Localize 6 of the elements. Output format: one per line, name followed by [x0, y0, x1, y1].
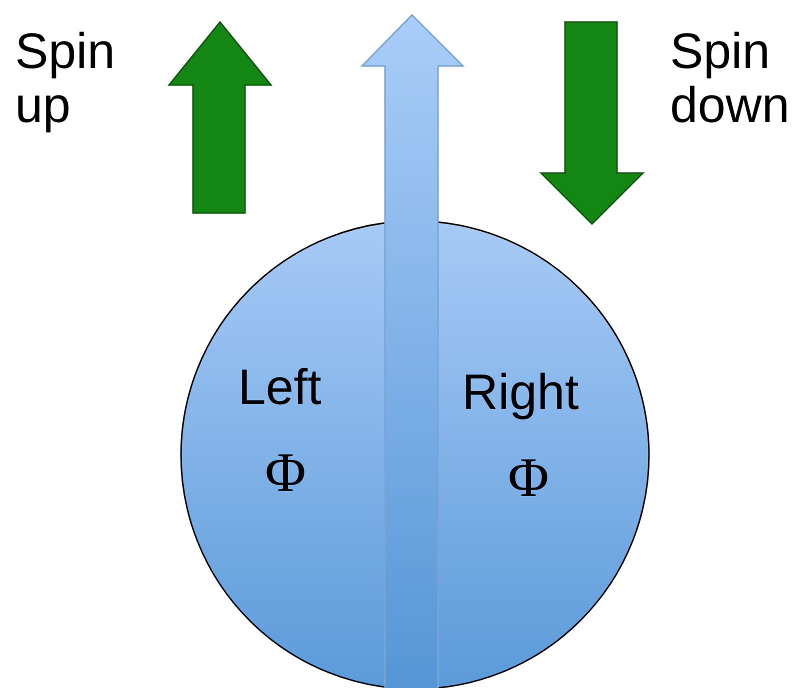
side-label: Left: [238, 360, 322, 414]
spin-label: Spin down: [670, 24, 791, 132]
phi-symbol: Φ: [508, 450, 549, 506]
phi-symbol: Φ: [265, 445, 306, 501]
spin-label: Spin up: [15, 24, 116, 132]
side-label: Right: [462, 365, 579, 419]
